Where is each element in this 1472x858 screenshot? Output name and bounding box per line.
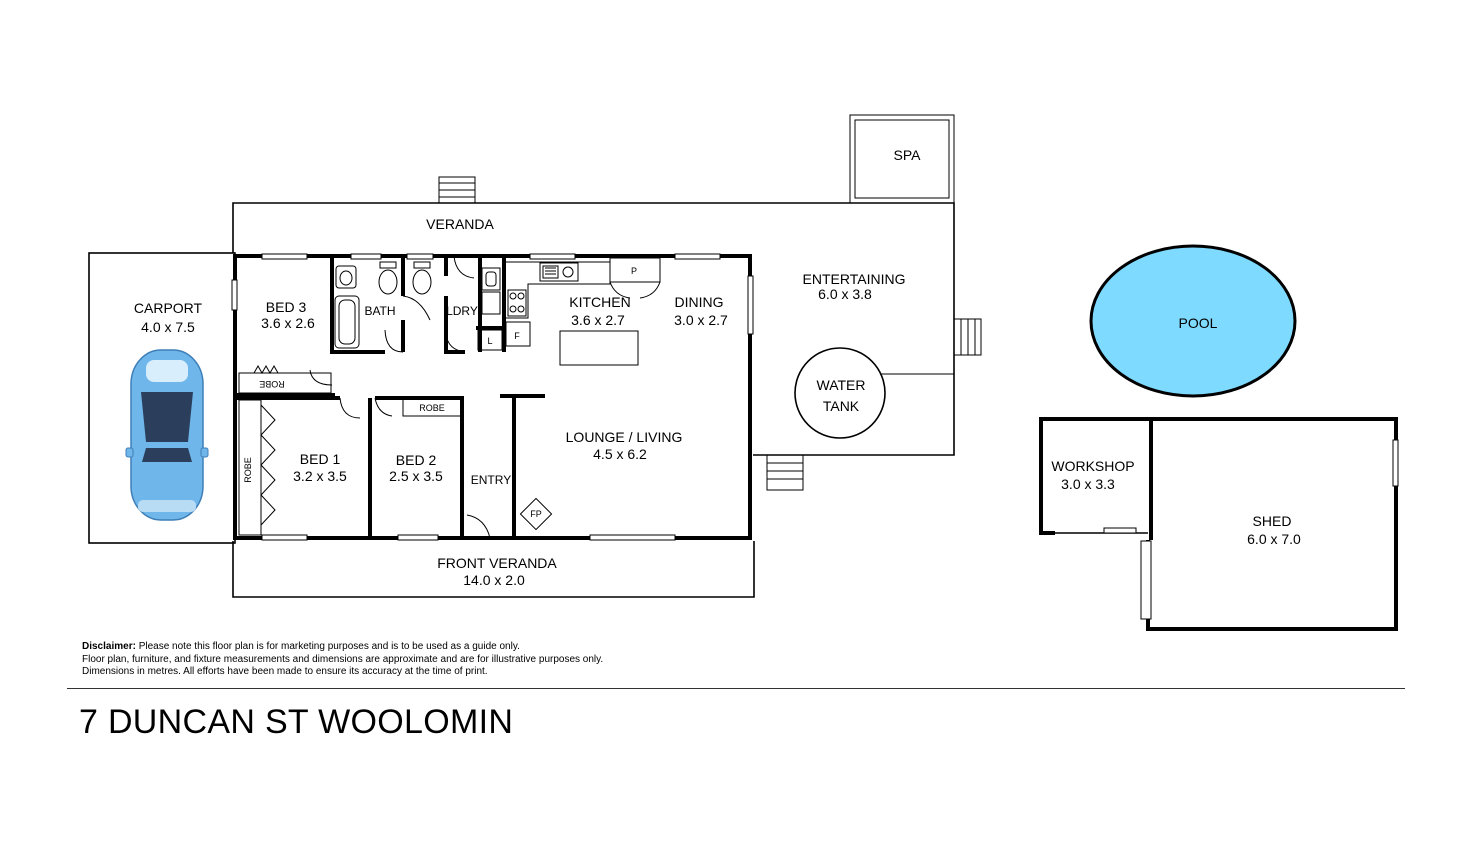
entertaining-size: 6.0 x 3.8 [818, 286, 872, 302]
outbuildings: WORKSHOP 3.0 x 3.3 SHED 6.0 x 7.0 [1039, 417, 1399, 631]
cooktop-icon [507, 289, 527, 317]
pool: POOL [1089, 244, 1297, 398]
front-veranda-size: 14.0 x 2.0 [463, 572, 525, 588]
laundry-tub-icon [481, 267, 501, 315]
bed3-size: 3.6 x 2.6 [261, 315, 315, 331]
water-tank-line2: TANK [823, 398, 860, 414]
basin-icon [335, 265, 357, 289]
carport: CARPORT 4.0 x 7.5 [88, 252, 236, 544]
sink-icon [539, 262, 579, 282]
fridge-label: F [514, 331, 520, 341]
ldry-name: LDRY [446, 304, 478, 318]
entry-name: ENTRY [471, 473, 511, 487]
water-tank-line1: WATER [817, 377, 866, 393]
fireplace-icon: FP [519, 497, 553, 531]
bathtub-icon [334, 295, 360, 349]
entertaining-steps-bottom [766, 454, 804, 491]
spa-name: SPA [894, 147, 922, 163]
dining-name: DINING [675, 294, 724, 310]
car-icon [125, 349, 209, 521]
pool-name: POOL [1179, 315, 1218, 331]
disclaimer-line3: Dimensions in metres. All efforts have b… [82, 666, 488, 677]
bath-name: BATH [364, 304, 395, 318]
spa: SPA [849, 114, 955, 204]
divider [67, 688, 1405, 689]
disclaimer-text1: Please note this floor plan is for marke… [138, 641, 520, 652]
robe-bed1-label: ROBE [243, 457, 253, 483]
water-tank: WATER TANK [794, 347, 886, 439]
lounge-size: 4.5 x 6.2 [593, 446, 647, 462]
disclaimer-label: Disclaimer: [82, 641, 136, 652]
entertaining-steps-right [953, 318, 982, 356]
bed3-name: BED 3 [266, 299, 307, 315]
entertaining-name: ENTERTAINING [803, 271, 906, 287]
fireplace-label: FP [530, 509, 542, 519]
house: ROBE ROBE ROBE L [231, 253, 754, 541]
robe-bed3-label: ROBE [259, 379, 285, 389]
bed1-size: 3.2 x 3.5 [293, 468, 347, 484]
veranda-entertaining: VERANDA ENTERTAINING 6.0 x 3.8 [232, 176, 982, 491]
workshop-name: WORKSHOP [1051, 458, 1134, 474]
veranda-steps-top [438, 176, 476, 204]
disclaimer-line2: Floor plan, furniture, and fixture measu… [82, 653, 604, 665]
bed2-size: 2.5 x 3.5 [389, 468, 443, 484]
dining-size: 3.0 x 2.7 [674, 312, 728, 328]
front-veranda-name: FRONT VERANDA [437, 555, 557, 571]
carport-size: 4.0 x 7.5 [141, 319, 195, 335]
bed2-name: BED 2 [396, 452, 437, 468]
shed-name: SHED [1253, 513, 1292, 529]
veranda-name: VERANDA [426, 216, 494, 232]
kitchen-name: KITCHEN [569, 294, 630, 310]
workshop-size: 3.0 x 3.3 [1061, 476, 1115, 492]
carport-name: CARPORT [134, 300, 203, 316]
front-veranda: FRONT VERANDA 14.0 x 2.0 [232, 541, 755, 598]
pantry-label: P [631, 266, 637, 276]
bed1-name: BED 1 [300, 451, 341, 467]
kitchen-size: 3.6 x 2.7 [571, 312, 625, 328]
lounge-name: LOUNGE / LIVING [566, 429, 683, 445]
pool-shape [1089, 244, 1297, 398]
disclaimer-line1: Disclaimer: Please note this floor plan … [82, 641, 603, 654]
disclaimer: Disclaimer: Please note this floor plan … [82, 641, 603, 679]
property-address: 7 DUNCAN ST WOOLOMIN [79, 703, 514, 741]
linen-label: L [487, 336, 492, 346]
robe-bed2-label: ROBE [419, 403, 445, 413]
shed-size: 6.0 x 7.0 [1247, 531, 1301, 547]
toilet-icon [378, 261, 432, 295]
